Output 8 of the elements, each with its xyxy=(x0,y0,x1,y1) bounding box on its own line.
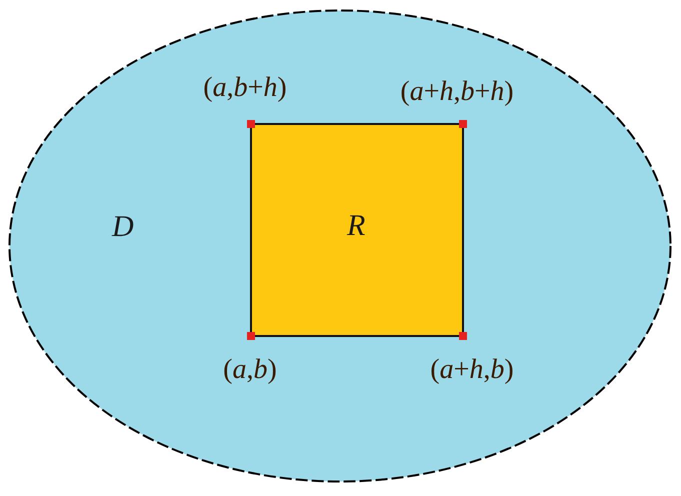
coordinate-label: (a+h,b) xyxy=(430,356,514,384)
region-label: R xyxy=(347,211,366,241)
coordinate-label: (a,b) xyxy=(223,356,277,384)
coordinate-label: (a,b+h) xyxy=(203,74,287,102)
region-label: D xyxy=(112,212,134,242)
square-region xyxy=(250,123,464,337)
coordinate-label: (a+h,b+h) xyxy=(400,78,514,106)
ellipse-region xyxy=(8,9,672,483)
